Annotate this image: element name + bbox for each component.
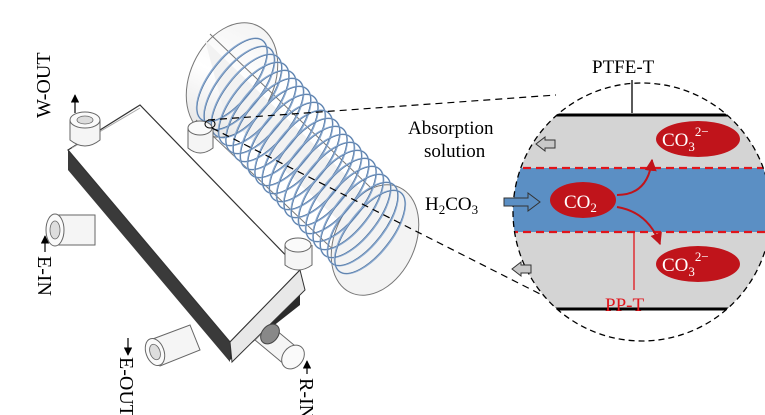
port-w-out [69, 111, 101, 147]
label-r-in: R-IN [295, 378, 317, 415]
coil-loop [320, 174, 391, 258]
co2-to-top-arrow [616, 158, 657, 196]
port-labels: W-OUT E-IN E-OUT R-IN [33, 52, 317, 415]
label-pp-t: PP-T [605, 295, 644, 316]
pp-tube-lumen [513, 168, 765, 232]
label-absorption: Absorption [408, 118, 494, 139]
port-top-middle [187, 120, 214, 154]
zoom-connectors [204, 94, 557, 299]
label-solution: solution [424, 141, 486, 162]
label-co2: CO2 [564, 192, 597, 215]
zoom-detail: PTFE-T PP-T CO2 CO32− CO32− [511, 57, 765, 342]
co2-molecule [550, 182, 616, 218]
co3-ion-bottom [656, 246, 740, 282]
solution-flow-arrow-top [535, 135, 556, 153]
zoom-circle [512, 82, 765, 342]
label-e-out: E-OUT [115, 357, 137, 415]
port-e-out [144, 324, 201, 367]
port-right-middle [284, 237, 313, 271]
label-e-in: E-IN [33, 256, 55, 296]
coil-loop [327, 182, 398, 266]
co2-to-bottom-arrow [616, 206, 662, 246]
label-co3-bottom: CO32− [662, 249, 709, 279]
port-r-in [254, 323, 305, 370]
coil-loop [312, 166, 384, 250]
label-co3-top: CO32− [662, 124, 709, 154]
coil-loop [334, 190, 406, 274]
solution-flow-arrow-bottom [511, 260, 532, 278]
co3-ion-top [656, 121, 740, 157]
label-h2co3: H2CO3 [425, 194, 478, 217]
label-w-out: W-OUT [33, 52, 55, 118]
reactor-device [45, 22, 420, 370]
port-e-in [45, 213, 96, 247]
helical-coil [195, 37, 407, 275]
label-ptfe-t: PTFE-T [592, 57, 655, 78]
h2co3-inflow-arrow [503, 192, 541, 212]
